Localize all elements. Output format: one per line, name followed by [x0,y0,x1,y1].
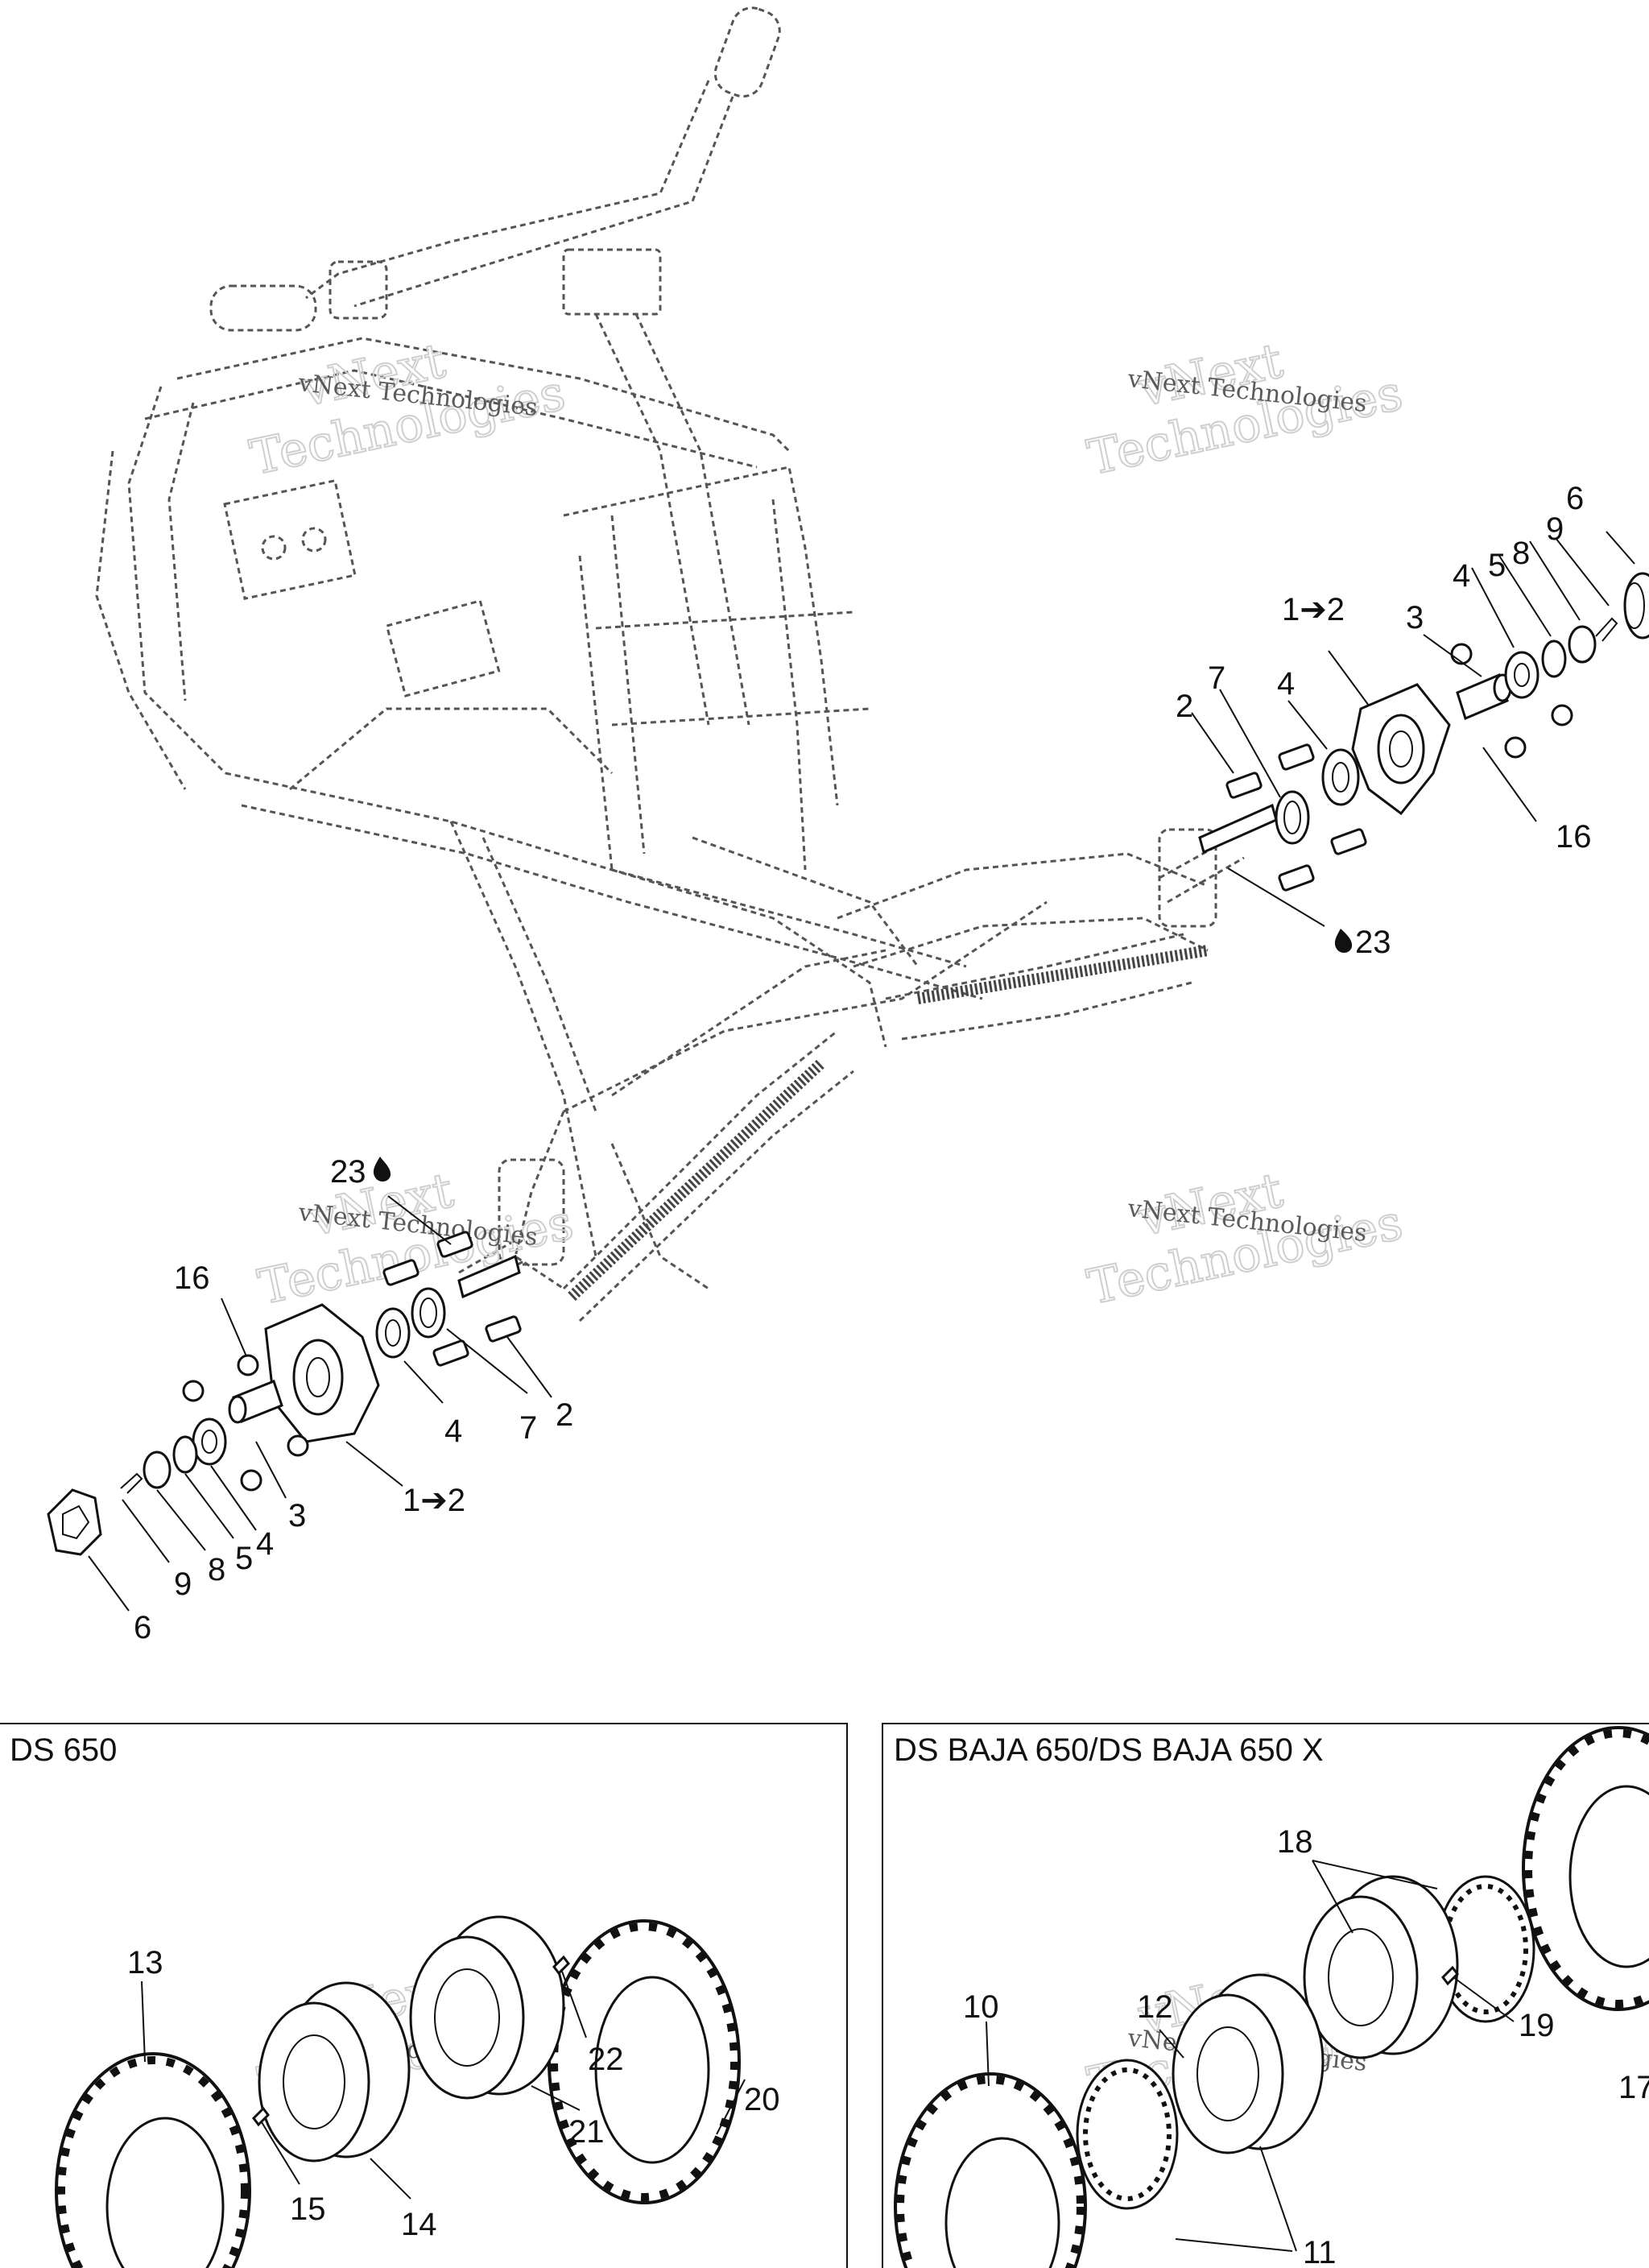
grease-drop-icon [373,1157,391,1182]
callout-20: 20 [744,2082,780,2117]
callout-18: 18 [1277,1824,1313,1860]
frame-drawing [95,6,1245,1322]
callout-3: 3 [288,1498,306,1533]
bolt [382,1259,419,1286]
callout-1to2: 1➔2 [403,1483,465,1518]
callout-6: 6 [1566,481,1584,516]
nut [240,1469,262,1492]
bolt [1278,864,1315,892]
callout-7: 7 [1208,660,1225,696]
bolt [485,1315,522,1343]
callout-2: 2 [556,1397,573,1433]
callout-12: 12 [1137,1989,1173,2025]
wheel-hub [264,1303,380,1443]
callout-13: 13 [127,1945,163,1980]
callout-21: 21 [568,2114,605,2150]
callout-23: 23 [1355,925,1391,960]
valve-stem [252,2106,270,2127]
callout-22: 22 [588,2042,624,2077]
callout-4: 4 [256,1526,274,1562]
left-hub-assembly [47,1195,552,1612]
panel-ds650: DS 650 [0,1723,848,2268]
tire [1522,1726,1649,2011]
cotter-pin [120,1472,143,1494]
hub-cap [47,1488,102,1556]
panel-title: DS 650 [10,1732,117,1768]
rim [409,1915,565,2100]
rim [1172,1973,1325,2154]
bearing [1321,748,1360,806]
valve-stem [552,1955,570,1976]
castle-nut [143,1451,172,1489]
callout-7: 7 [519,1410,537,1446]
seal [411,1287,446,1339]
nut [1551,704,1573,726]
callout-4: 4 [1277,666,1295,702]
callout-10: 10 [963,1989,999,2025]
wheel-hub [1351,683,1451,816]
seal [1275,790,1310,845]
callout-16: 16 [1556,819,1592,855]
callout-19: 19 [1519,2008,1555,2043]
callout-8: 8 [1512,536,1530,571]
nut [1504,736,1527,759]
tire [894,2072,1087,2268]
beadlock-ring [1076,2059,1179,2210]
panel-ds-baja: DS BAJA 650/DS BAJA 650 X [882,1723,1649,2268]
callout-9: 9 [174,1566,192,1602]
tire [548,1919,741,2204]
callout-2: 2 [1176,689,1193,724]
bolt [1330,828,1367,855]
nut [287,1434,309,1457]
bolt [1225,772,1263,799]
callout-14: 14 [401,2207,437,2242]
tire [55,2052,251,2268]
castle-nut [1568,625,1597,664]
callout-5: 5 [235,1541,253,1576]
nut [1450,643,1473,665]
bolt [436,1231,473,1258]
bolt [432,1339,469,1367]
washer [172,1435,198,1474]
nut [182,1380,205,1402]
washer [1541,639,1567,678]
spacer [1456,673,1512,721]
bearing [192,1418,227,1466]
nut [237,1354,259,1376]
cotter-pin [1595,617,1618,642]
callout-11: 11 [1303,2235,1337,2268]
callout-1to2: 1➔2 [1282,592,1345,627]
rim [1303,1875,1459,2059]
hub-cap [1623,572,1649,639]
valve-stem [1441,1965,1459,1986]
panel-title: DS BAJA 650/DS BAJA 650 X [894,1732,1324,1768]
callout-9: 9 [1546,511,1564,547]
callout-16: 16 [174,1260,210,1296]
callout-8: 8 [208,1552,225,1587]
callout-6: 6 [134,1610,151,1645]
spacer [228,1380,283,1424]
bearing [375,1307,411,1359]
grease-drop-icon [1334,929,1353,954]
watermark-group: vNext Technologies vNext Technologies vN… [245,332,1408,2114]
bolt [1278,743,1315,771]
callout-5: 5 [1488,548,1506,583]
callout-3: 3 [1406,600,1424,635]
callout-4: 4 [444,1413,462,1449]
bearing [1504,651,1539,699]
callout-labels: 6 9 8 5 4 3 1➔2 7 2 4 16 23 23 16 4 7 2 … [134,481,1592,1645]
callout-17: 17 [1618,2070,1649,2105]
rim [258,1981,411,2162]
callout-23: 23 [330,1154,366,1190]
callout-15: 15 [290,2191,326,2227]
callout-4: 4 [1453,558,1470,594]
right-hub-assembly [1191,531,1649,927]
